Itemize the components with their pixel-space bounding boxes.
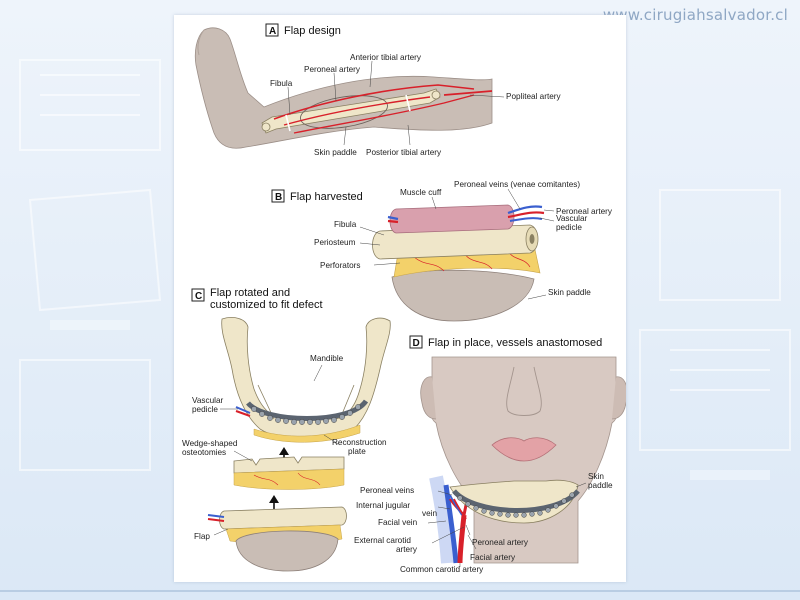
label-wedge-osteotomies-2: osteotomies	[182, 448, 226, 457]
label-mandible: Mandible	[310, 354, 344, 363]
section-b-flap-harvested: B Flap harvested Muscle cuff P	[271, 180, 613, 322]
bottom-rule	[0, 590, 800, 592]
label-posterior-tibial-artery: Posterior tibial artery	[366, 148, 442, 157]
badge-c	[191, 288, 205, 302]
label-peroneal-artery-d: Peroneal artery	[472, 538, 529, 547]
section-a-flap-design: A Flap design Anterior tibial	[194, 23, 562, 157]
label-reconstruction-plate-2: plate	[348, 447, 366, 456]
badge-d	[409, 335, 423, 349]
label-anterior-tibial-artery: Anterior tibial artery	[350, 53, 422, 62]
label-facial-artery: Facial artery	[470, 553, 516, 562]
label-skin-paddle-d-1: Skin	[588, 472, 604, 481]
section-b-title: Flap harvested	[290, 191, 363, 203]
badge-c-letter: C	[195, 291, 202, 302]
label-peroneal-artery-a: Peroneal artery	[304, 65, 361, 74]
label-vascular-pedicle-c-1: Vascular	[192, 396, 224, 405]
label-peroneal-artery-b: Peroneal artery	[556, 207, 613, 216]
muscle-cuff	[389, 204, 515, 234]
badge-d-letter: D	[413, 338, 420, 349]
label-skin-paddle-b: Skin paddle	[548, 288, 591, 297]
label-vascular-pedicle-b-2: pedicle	[556, 223, 582, 232]
label-skin-paddle-a: Skin paddle	[314, 148, 357, 157]
label-common-carotid-artery: Common carotid artery	[400, 565, 484, 574]
section-d-title: Flap in place, vessels anastomosed	[428, 337, 602, 349]
section-c-flap-rotated: C Flap rotated and customized to fit def…	[182, 287, 391, 572]
common-carotid-artery	[457, 514, 467, 564]
label-vascular-pedicle-b-1: Vascular	[556, 214, 588, 223]
illustration-panel: A Flap design Anterior tibial	[174, 15, 626, 582]
vascular-pedicle-b	[507, 205, 543, 215]
label-muscle-cuff: Muscle cuff	[400, 188, 442, 197]
section-a-title: Flap design	[284, 25, 341, 37]
label-skin-paddle-d-2: paddle	[588, 481, 613, 490]
harvested-skin-paddle	[391, 269, 535, 322]
label-popliteal-artery: Popliteal artery	[506, 92, 562, 101]
badge-b-letter: B	[275, 192, 282, 203]
label-peroneal-veins-d: Peroneal veins	[360, 486, 414, 495]
mandible-illustration	[221, 317, 391, 440]
label-external-carotid-2: artery	[396, 545, 418, 554]
label-periosteum: Periosteum	[314, 238, 356, 247]
badge-a-letter: A	[269, 26, 276, 37]
section-c-title-line-1: Flap rotated and	[210, 287, 290, 299]
label-vascular-pedicle-c-2: pedicle	[192, 405, 218, 414]
label-peroneal-veins-b: Peroneal veins (venae comitantes)	[454, 180, 580, 189]
peroneal-artery-line	[283, 96, 431, 126]
leg-illustration	[194, 27, 493, 149]
label-wedge-osteotomies-1: Wedge-shaped	[182, 439, 238, 448]
badge-b	[271, 189, 285, 203]
label-flap: Flap	[194, 532, 210, 541]
section-c-title-line-2: customized to fit defect	[210, 299, 323, 311]
lips	[491, 437, 557, 462]
label-fibula-b: Fibula	[334, 220, 357, 229]
label-external-carotid-1: External carotid	[354, 536, 411, 545]
section-d-flap-in-place: D Flap in place, vessels anastomosed	[354, 335, 626, 574]
badge-a	[265, 23, 279, 37]
posterior-tibial-artery	[293, 94, 475, 134]
label-internal-jugular-1: Internal jugular	[356, 501, 410, 510]
label-facial-vein: Facial vein	[378, 518, 418, 527]
label-internal-jugular-2: vein	[422, 509, 437, 518]
label-perforators: Perforators	[320, 261, 361, 270]
popliteal-artery-line	[443, 90, 493, 96]
site-url: www.cirugiahsalvador.cl	[602, 6, 788, 24]
fibula-bone	[261, 88, 441, 134]
label-reconstruction-plate-1: Reconstruction	[332, 438, 387, 447]
skin-paddle-outline	[300, 95, 388, 129]
anterior-tibial-artery	[273, 84, 475, 120]
internal-jugular-vein	[443, 484, 459, 564]
reconstruction-plate-d	[452, 489, 580, 513]
label-fibula-a: Fibula	[270, 79, 293, 88]
